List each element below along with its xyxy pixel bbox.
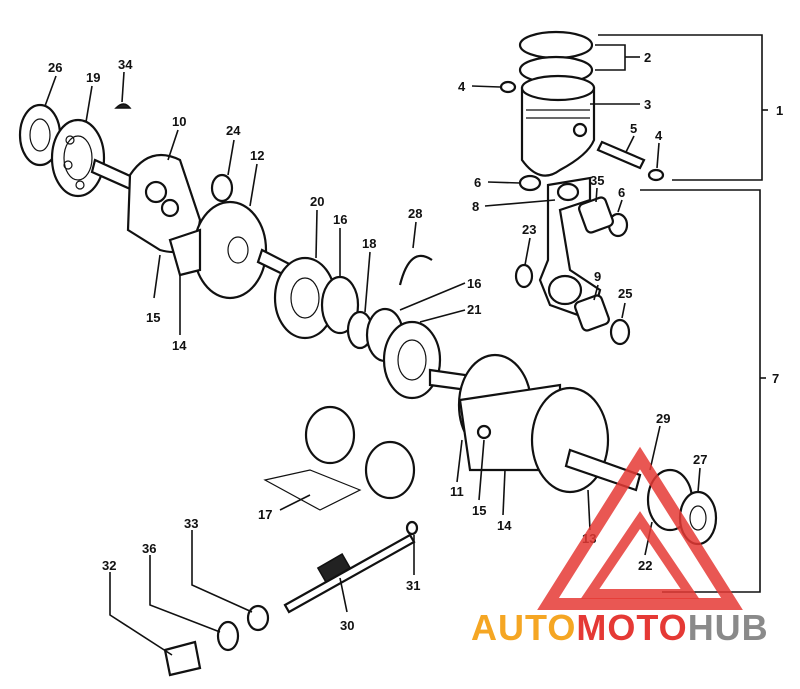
leader-lines [44, 34, 768, 656]
callout-22: 22 [638, 558, 652, 573]
thrust-washer-upper [518, 174, 542, 192]
callout-23: 23 [522, 222, 536, 237]
pump-shaft [283, 533, 416, 614]
callout-9: 9 [594, 269, 601, 284]
watermark: AUTOMOTOHUB [471, 446, 769, 648]
callout-33: 33 [184, 516, 198, 531]
small-end-bearing [578, 196, 614, 234]
circlip-36 [216, 620, 240, 652]
circlip-left [499, 80, 517, 94]
watermark-hub: HUB [688, 607, 769, 648]
callout-32: 32 [102, 558, 116, 573]
washer-31 [405, 520, 419, 536]
callout-20: 20 [310, 194, 324, 209]
callout-24: 24 [226, 123, 241, 138]
washer-24 [210, 173, 234, 203]
circlip-28 [398, 254, 433, 286]
watermark-moto: MOTO [576, 607, 687, 648]
callout-17: 17 [258, 507, 272, 522]
callout-15-right: 15 [472, 503, 486, 518]
callout-21: 21 [467, 302, 481, 317]
callout-31: 31 [406, 578, 420, 593]
big-end-bearing [574, 294, 610, 332]
o-ring-left [304, 405, 356, 465]
callout-36: 36 [142, 541, 156, 556]
thrust-washer-23 [514, 263, 534, 289]
callout-8: 8 [472, 199, 479, 214]
callout-6-right: 6 [618, 185, 625, 200]
circlip-right [647, 168, 665, 182]
ball-bearing-19 [50, 118, 106, 198]
piston-pin [596, 140, 646, 170]
thrust-washer-25 [609, 318, 631, 346]
callout-25: 25 [618, 286, 632, 301]
callout-6-left: 6 [474, 175, 481, 190]
piston-crown [520, 74, 596, 102]
callout-34: 34 [118, 57, 133, 72]
crank-web-right [192, 200, 268, 300]
watermark-auto: AUTO [471, 607, 576, 648]
bushing-32 [163, 640, 202, 677]
callout-28: 28 [408, 206, 422, 221]
piston-ring-top [518, 30, 594, 60]
callout-12: 12 [250, 148, 264, 163]
callout-26: 26 [48, 60, 62, 75]
bushing-33 [246, 604, 270, 632]
ball-bearing-21 [382, 320, 442, 400]
callout-4-left: 4 [458, 79, 466, 94]
callout-4-right: 4 [655, 128, 663, 143]
watermark-text: AUTOMOTOHUB [471, 607, 769, 648]
callout-11: 11 [450, 484, 464, 499]
callout-29: 29 [656, 411, 670, 426]
parts-drawing [18, 30, 718, 677]
callout-35: 35 [590, 173, 604, 188]
callout-2: 2 [644, 50, 651, 65]
watermark-triangle-icon [537, 446, 743, 610]
callout-14-right: 14 [497, 518, 512, 533]
callout-labels: 1 2 3 4 4 5 6 6 7 8 9 10 11 12 13 14 14 … [48, 50, 783, 633]
callout-16-top: 16 [333, 212, 347, 227]
callout-10: 10 [172, 114, 186, 129]
o-ring-right [364, 440, 416, 500]
callout-19: 19 [86, 70, 100, 85]
callout-27: 27 [693, 452, 707, 467]
callout-1: 1 [776, 103, 783, 118]
callout-3: 3 [644, 97, 651, 112]
callout-15-left: 15 [146, 310, 160, 325]
callout-14-left: 14 [172, 338, 187, 353]
callout-18: 18 [362, 236, 376, 251]
callout-7: 7 [772, 371, 779, 386]
callout-30: 30 [340, 618, 354, 633]
callout-5: 5 [630, 121, 637, 136]
woodruff-key [114, 103, 132, 109]
pump-gear [316, 553, 352, 583]
callout-16-right: 16 [467, 276, 481, 291]
